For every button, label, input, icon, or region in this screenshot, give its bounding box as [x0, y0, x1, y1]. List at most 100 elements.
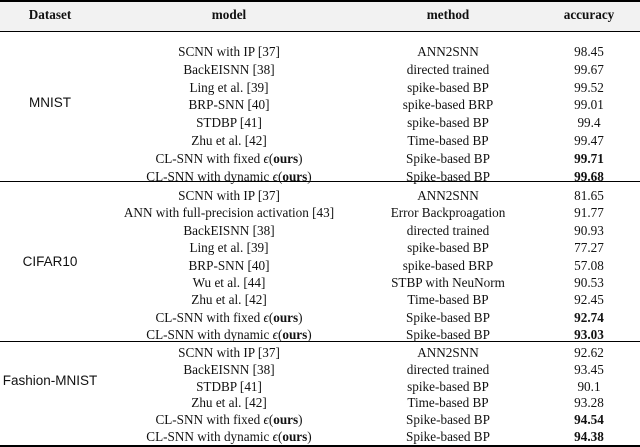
- bottom-rule: [0, 445, 640, 447]
- model-cell: BRP-SNN [40]: [188, 257, 270, 273]
- accuracy-cell: 92.45: [574, 292, 604, 308]
- method-cell: ANN2SNN: [417, 188, 479, 203]
- paren-open: (: [277, 327, 283, 343]
- method-cell: Spike-based BP: [406, 327, 490, 343]
- accuracy-cell: 93.45: [574, 361, 604, 377]
- model-prefix: CL-SNN with dynamic: [146, 168, 273, 184]
- header-model: model: [211, 7, 247, 22]
- table-row: BackEISNN [38] directed trained 90.93: [0, 223, 640, 239]
- method-cell: Spike-based BP: [406, 150, 490, 166]
- model-cell: Zhu et al. [42]: [191, 133, 267, 148]
- paren-open: (: [268, 412, 274, 428]
- ours-label: ours: [282, 327, 308, 343]
- method-cell: directed trained: [406, 61, 490, 77]
- accuracy-cell: 90.1: [577, 378, 601, 394]
- method-cell: Error Backproagation: [390, 205, 506, 221]
- model-cell: ANN with full-precision activation [43]: [123, 205, 335, 221]
- paren-close: ): [307, 168, 312, 184]
- paren-close: ): [298, 412, 303, 428]
- model-cell: BackEISNN [38]: [183, 222, 275, 238]
- header-accuracy: accuracy: [563, 7, 615, 22]
- accuracy-cell: 93.28: [574, 395, 604, 411]
- epsilon-symbol: ϵ: [272, 429, 278, 444]
- accuracy-cell: 99.67: [574, 61, 604, 77]
- header-rule: [0, 31, 640, 32]
- epsilon-symbol: ϵ: [272, 168, 278, 184]
- accuracy-cell: 91.77: [574, 205, 604, 221]
- model-cell: CL-SNN with dynamic ϵ(ours): [100, 429, 358, 445]
- ours-label: ours: [282, 429, 308, 444]
- model-cell: CL-SNN with dynamic ϵ(ours): [100, 327, 358, 343]
- table-row: SCNN with IP [37] ANN2SNN 92.62: [0, 345, 640, 361]
- ours-label: ours: [273, 309, 299, 325]
- group-rule: [0, 181, 640, 182]
- accuracy-cell: 77.27: [574, 240, 604, 256]
- model-cell: STDBP [41]: [196, 378, 262, 394]
- ours-label: ours: [282, 168, 308, 184]
- method-cell: ANN2SNN: [417, 345, 479, 360]
- method-cell: Time-based BP: [407, 395, 489, 411]
- method-cell: directed trained: [406, 361, 490, 377]
- model-prefix: CL-SNN with fixed: [155, 309, 264, 325]
- accuracy-cell: 90.53: [574, 275, 604, 290]
- paren-close: ): [307, 429, 312, 444]
- model-cell: CL-SNN with fixed ϵ(ours): [100, 151, 358, 167]
- paren-open: (: [268, 309, 274, 325]
- accuracy-cell: 99.68: [574, 168, 604, 184]
- model-prefix: CL-SNN with fixed: [155, 150, 264, 166]
- accuracy-cell: 90.93: [574, 222, 604, 238]
- accuracy-cell: 92.74: [574, 309, 604, 325]
- accuracy-cell: 93.03: [574, 327, 604, 343]
- accuracy-cell: 81.65: [574, 188, 604, 203]
- dataset-label: Fashion-MNIST: [2, 373, 98, 388]
- model-cell: BackEISNN [38]: [183, 61, 275, 77]
- method-cell: Time-based BP: [407, 133, 489, 148]
- dataset-label: CIFAR10: [22, 254, 78, 269]
- ours-label: ours: [273, 150, 299, 166]
- accuracy-cell: 92.62: [574, 345, 604, 360]
- ours-label: ours: [273, 412, 299, 428]
- model-cell: CL-SNN with fixed ϵ(ours): [100, 310, 358, 326]
- epsilon-symbol: ϵ: [263, 412, 269, 428]
- model-cell: SCNN with IP [37]: [178, 345, 280, 360]
- table-row: Zhu et al. [42] Time-based BP 99.47: [0, 133, 640, 149]
- model-prefix: CL-SNN with dynamic: [146, 429, 273, 444]
- accuracy-cell: 99.47: [574, 133, 604, 148]
- method-cell: spike-based BRP: [402, 257, 494, 273]
- method-cell: ANN2SNN: [417, 44, 479, 59]
- model-cell: SCNN with IP [37]: [178, 44, 280, 59]
- method-cell: Spike-based BP: [406, 309, 490, 325]
- method-cell: spike-based BP: [407, 240, 489, 256]
- table-row: STDBP [41] spike-based BP 90.1: [0, 379, 640, 395]
- top-rule: [0, 0, 640, 2]
- table-row: CL-SNN with dynamic ϵ(ours)Spike-based B…: [0, 429, 640, 445]
- dataset-label: MNIST: [29, 95, 71, 110]
- accuracy-cell: 98.45: [574, 44, 604, 59]
- method-cell: spike-based BP: [407, 378, 489, 394]
- model-cell: CL-SNN with dynamic ϵ(ours): [100, 169, 358, 185]
- model-cell: Zhu et al. [42]: [191, 292, 267, 308]
- accuracy-cell: 57.08: [574, 257, 604, 273]
- method-cell: spike-based BP: [407, 79, 489, 95]
- paren-open: (: [277, 429, 283, 444]
- method-cell: directed trained: [406, 222, 490, 238]
- table-row: CL-SNN with fixed ϵ(ours) Spike-based BP 9…: [0, 310, 640, 326]
- table-row: CL-SNN with dynamic ϵ(ours) Spike-based B…: [0, 327, 640, 343]
- table-row: ANN with full-precision activation [43] E…: [0, 205, 640, 221]
- table-row: BackEISNN [38] directed trained 99.67: [0, 62, 640, 78]
- model-cell: Zhu et al. [42]: [191, 395, 267, 411]
- table-row: BRP-SNN [40] spike-based BRP 57.08: [0, 258, 640, 274]
- accuracy-cell: 94.54: [574, 412, 604, 428]
- method-cell: STBP with NeuNorm: [391, 275, 505, 290]
- accuracy-cell: 99.4: [577, 115, 601, 131]
- table-row: Zhu et al. [42] Time-based BP 93.28: [0, 395, 640, 411]
